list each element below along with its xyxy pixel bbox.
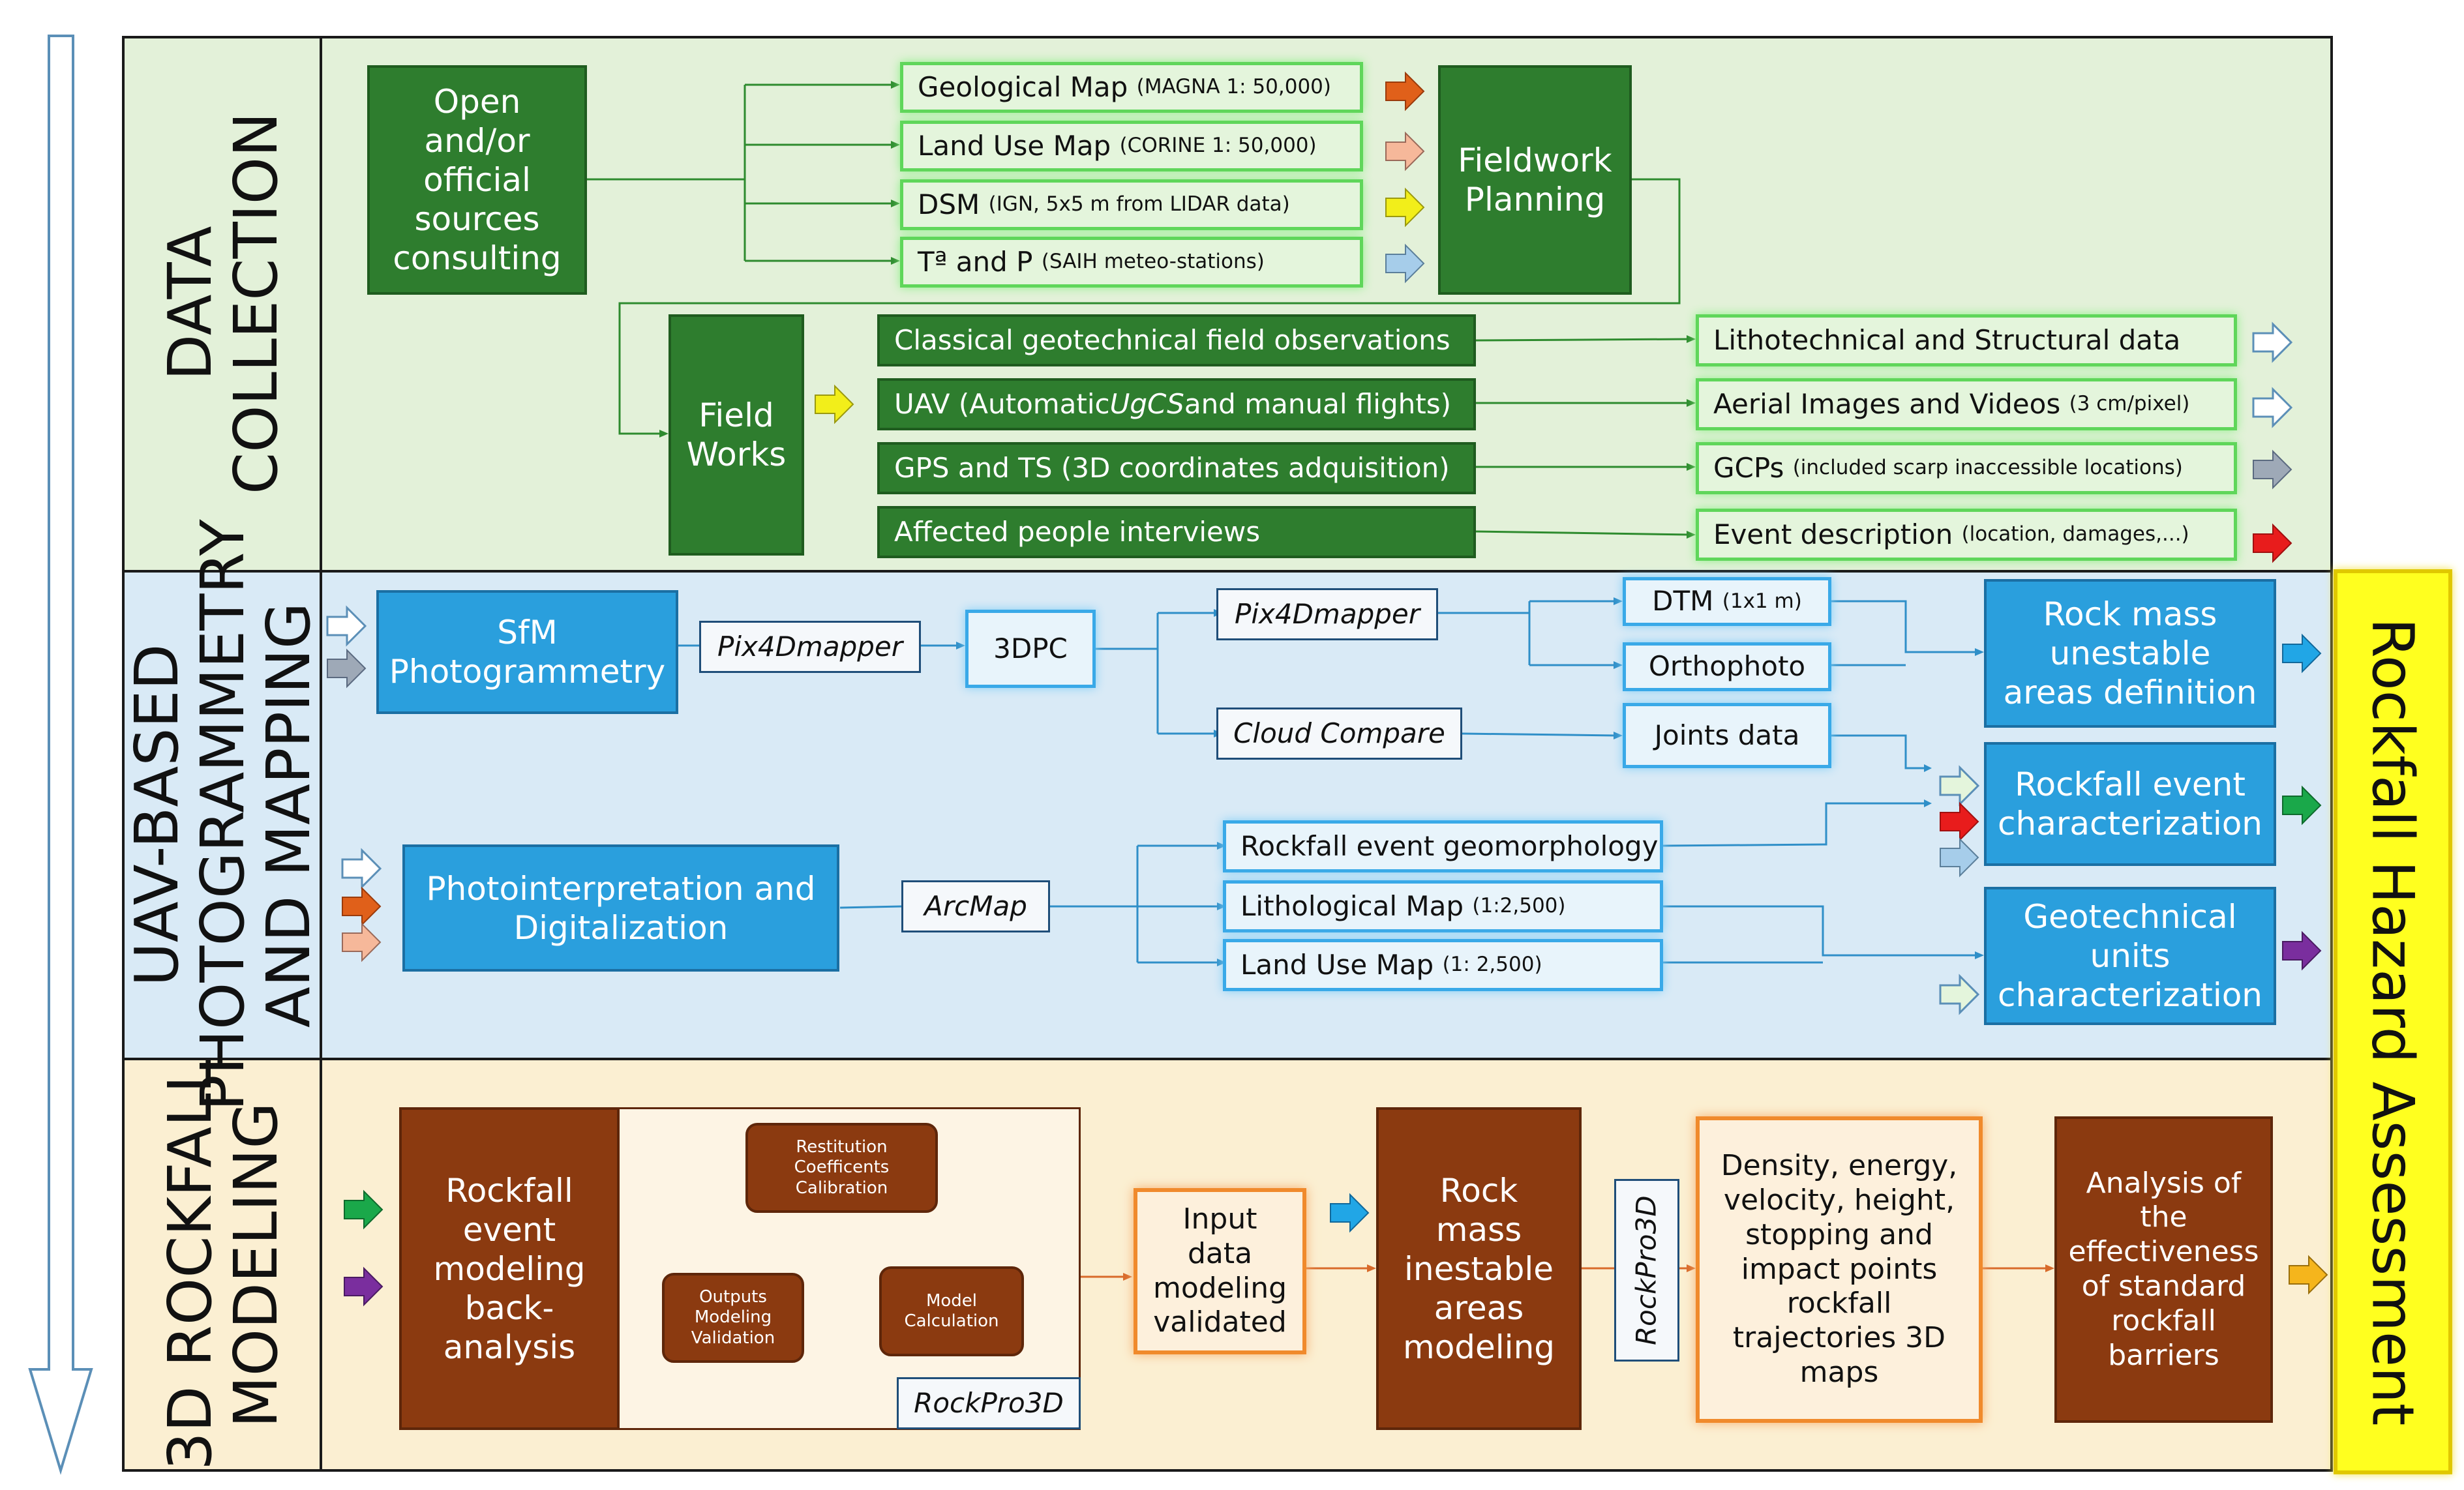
land-use-map-2-box: Land Use Map (1: 2,500) <box>1223 939 1663 991</box>
red-arrow-icon <box>1940 803 1979 841</box>
lithotechnical-box: Lithotechnical and Structural data <box>1696 314 2237 366</box>
green-arrow-icon <box>2282 786 2321 824</box>
red-arrow-icon <box>2253 524 2292 562</box>
gps-ts-box: GPS and TS (3D coordinates adquisition) <box>877 442 1476 494</box>
land-use-map-box: Land Use Map (CORINE 1: 50,000) <box>900 121 1363 171</box>
geological-map-box: Geological Map (MAGNA 1: 50,000) <box>900 62 1363 113</box>
fieldwork-planning-box: Fieldwork Planning <box>1438 65 1632 295</box>
orthophoto-box: Orthophoto <box>1623 642 1831 691</box>
field-works-box: Field Works <box>669 314 804 556</box>
white-arrow-icon <box>341 849 382 888</box>
dsm-box: DSM (IGN, 5x5 m from LIDAR data) <box>900 179 1363 230</box>
orange-arrow-icon <box>1385 72 1424 110</box>
yellow-arrow-icon <box>1385 188 1424 226</box>
arcmap-label: ArcMap <box>901 880 1050 932</box>
backanalysis-box: Rockfall event modeling back-analysis <box>399 1107 620 1430</box>
cyan-arrow-icon <box>1330 1194 1369 1232</box>
lithological-map-box: Lithological Map (1:2,500) <box>1223 880 1663 932</box>
open-sources-box: Open and/or official sources consulting <box>367 65 587 295</box>
cyan-arrow-icon <box>2282 634 2321 672</box>
uav-flights-box: UAV (Automatic UgCS and manual flights) <box>877 378 1476 430</box>
sfm-photogrammetry-box: SfM Photogrammetry <box>376 590 678 714</box>
gcps-box: GCPs (included scarp inaccessible locati… <box>1696 442 2237 494</box>
cloud-compare-label: Cloud Compare <box>1216 708 1462 760</box>
lightblue-arrow-icon <box>1385 245 1424 282</box>
pix4dmapper-label-2: Pix4Dmapper <box>1216 588 1438 640</box>
yellow-arrow-icon <box>815 385 854 423</box>
photointerpretation-box: Photointerpretation and Digitalization <box>402 844 839 972</box>
gray-arrow-icon <box>2253 451 2292 488</box>
peach-arrow-icon <box>342 923 381 961</box>
3dpc-box: 3DPC <box>965 610 1096 688</box>
restitution-box: Restitution Coefficents Calibration <box>745 1123 938 1213</box>
analysis-barriers-box: Analysis of the effectiveness of standar… <box>2054 1116 2273 1423</box>
model-calculation-box: Model Calculation <box>879 1266 1024 1356</box>
rock-mass-unestable-box: Rock mass unestable areas definition <box>1984 579 2276 728</box>
outputs-validation-box: Outputs Modeling Validation <box>662 1273 804 1363</box>
white-arrow-icon <box>2252 323 2292 362</box>
classical-observations-box: Classical geotechnical field observation… <box>877 314 1476 366</box>
rockpro3d-label-1: RockPro3D <box>897 1377 1081 1429</box>
rock-mass-modeling-box: Rock mass inestable areas modeling <box>1376 1107 1582 1430</box>
lightgreen-arrow-icon <box>1939 975 1979 1014</box>
input-data-validated-box: Input data modeling validated <box>1134 1188 1306 1354</box>
lightblue-arrow-icon <box>1940 839 1979 876</box>
rockpro3d-label-2: RockPro3D <box>1614 1179 1679 1362</box>
geotech-units-box: Geotechnical units characterization <box>1984 887 2276 1025</box>
purple-arrow-icon <box>2282 932 2321 970</box>
tp-box: Tª and P (SAIH meteo-stations) <box>900 237 1363 288</box>
white-arrow-icon <box>2252 388 2292 427</box>
aerial-images-box: Aerial Images and Videos (3 cm/pixel) <box>1696 378 2237 430</box>
gray-arrow-icon <box>327 649 366 687</box>
lightgreen-arrow-icon <box>1939 766 1979 805</box>
geomorphology-box: Rockfall event geomorphology <box>1223 820 1663 872</box>
dtm-box: DTM (1x1 m) <box>1623 577 1831 626</box>
label-column-divider <box>320 36 322 1470</box>
event-description-box: Event description (location, damages,...… <box>1696 509 2237 561</box>
joints-data-box: Joints data <box>1623 703 1831 768</box>
orange-arrow-icon <box>342 887 381 925</box>
interviews-box: Affected people interviews <box>877 506 1476 558</box>
gold-arrow-icon <box>2289 1256 2328 1294</box>
hazard-assessment-bar <box>2334 569 2452 1474</box>
peach-arrow-icon <box>1385 132 1424 170</box>
purple-arrow-icon <box>344 1268 383 1305</box>
green-arrow-icon <box>344 1191 383 1229</box>
pix4dmapper-label-1: Pix4Dmapper <box>699 621 921 673</box>
rockfall-event-char-box: Rockfall event characterization <box>1984 742 2276 866</box>
white-arrow-icon <box>326 606 367 646</box>
density-energy-box: Density, energy, velocity, height, stopp… <box>1696 1116 1983 1423</box>
